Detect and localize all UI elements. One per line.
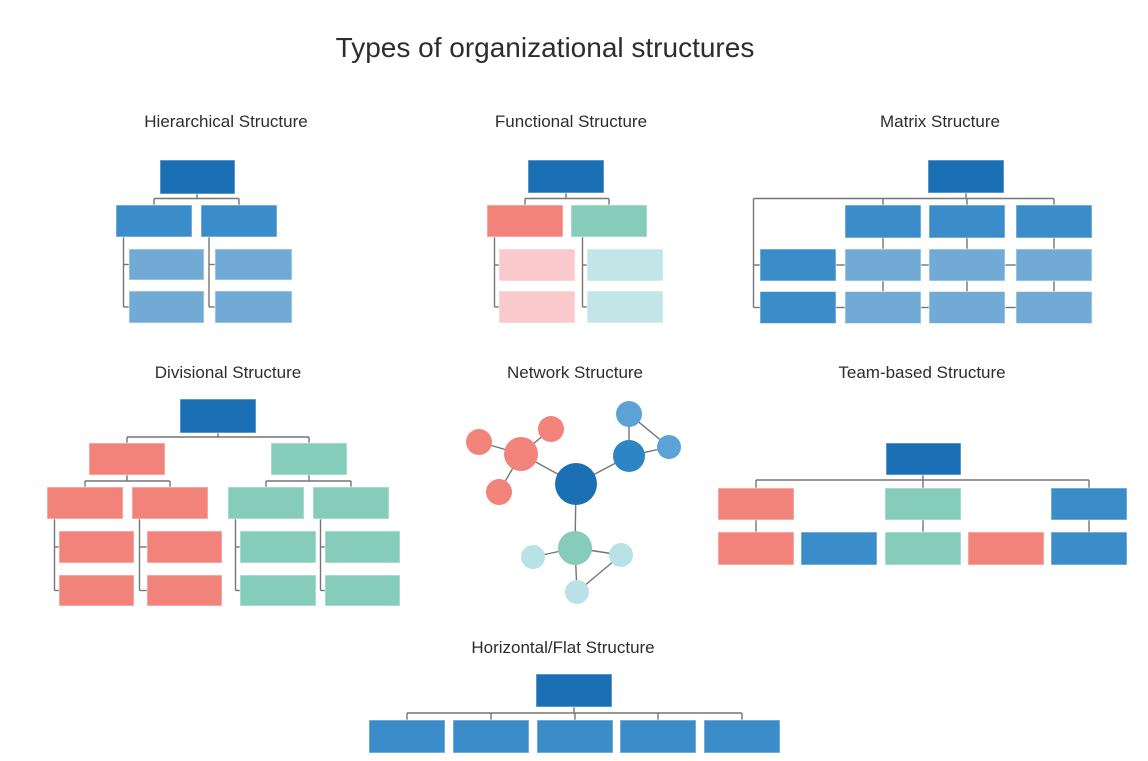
matrix-structure-node xyxy=(1015,204,1093,239)
network-structure-node xyxy=(466,429,492,455)
team-based-structure-node xyxy=(1050,531,1128,566)
matrix-structure-node xyxy=(759,291,837,324)
network-structure-diagram xyxy=(466,401,681,604)
matrix-structure-node xyxy=(927,159,1005,194)
team-based-structure-node xyxy=(717,487,795,521)
diagram-title-divisional: Divisional Structure xyxy=(154,363,302,382)
functional-structure-node xyxy=(498,248,576,282)
matrix-structure-node xyxy=(928,291,1006,324)
team-based-structure-node xyxy=(885,442,962,476)
divisional-structure-node xyxy=(146,574,223,607)
hierarchical-structure-node xyxy=(115,204,193,238)
divisional-structure-node xyxy=(239,574,317,607)
divisional-structure-node xyxy=(58,574,135,607)
functional-structure-node xyxy=(586,248,664,282)
divisional-structure-node xyxy=(270,442,348,476)
network-structure-node xyxy=(555,463,597,505)
matrix-structure-node xyxy=(928,204,1006,239)
matrix-structure-node xyxy=(759,248,837,282)
divisional-structure-node xyxy=(312,486,390,520)
matrix-structure-node xyxy=(928,248,1006,282)
hierarchical-structure-node xyxy=(214,248,293,281)
functional-structure-diagram xyxy=(486,159,664,324)
diagram-title-functional: Functional Structure xyxy=(494,112,648,131)
divisional-structure-node xyxy=(46,486,124,520)
hierarchical-structure-node xyxy=(159,159,236,195)
matrix-structure-node xyxy=(844,248,922,282)
horizontal-flat-structure-node xyxy=(368,719,446,754)
diagram-title-hierarchical: Hierarchical Structure xyxy=(144,112,308,131)
network-structure-node xyxy=(609,543,633,567)
functional-structure-node xyxy=(486,204,564,238)
team-based-structure-node xyxy=(717,531,795,566)
network-structure-node xyxy=(616,401,642,427)
diagram-title-matrix: Matrix Structure xyxy=(880,112,1000,131)
divisional-structure-node xyxy=(131,486,209,520)
divisional-structure-node xyxy=(324,574,401,607)
network-structure-node xyxy=(558,531,592,565)
horizontal-flat-structure-node xyxy=(536,719,614,754)
page-title: Types of organizational structures xyxy=(335,32,755,63)
network-structure-node xyxy=(486,479,512,505)
hierarchical-structure-node xyxy=(128,290,205,324)
divisional-structure-node xyxy=(88,442,166,476)
team-based-structure-node xyxy=(884,531,962,566)
divisional-structure-node xyxy=(227,486,305,520)
team-based-structure-node xyxy=(800,531,878,566)
diagram-title-network: Network Structure xyxy=(506,363,644,382)
diagram-title-horizontal-flat: Horizontal/Flat Structure xyxy=(471,638,655,657)
horizontal-flat-structure-node xyxy=(452,719,530,754)
network-structure-node xyxy=(565,580,589,604)
team-based-structure-node xyxy=(1050,487,1128,521)
divisional-structure-node xyxy=(179,398,257,434)
hierarchical-structure-node xyxy=(200,204,278,238)
network-structure-node xyxy=(504,437,538,471)
matrix-structure-node xyxy=(844,204,922,239)
team-based-structure-node xyxy=(967,531,1045,566)
team-based-structure-node xyxy=(884,487,962,521)
matrix-structure-node xyxy=(844,291,922,324)
matrix-structure-diagram xyxy=(752,159,1093,324)
network-structure-node xyxy=(657,435,681,459)
horizontal-flat-structure-diagram xyxy=(368,673,781,754)
horizontal-flat-structure-node xyxy=(703,719,781,754)
divisional-structure-node xyxy=(58,530,135,564)
functional-structure-node xyxy=(527,159,605,194)
network-structure-node xyxy=(538,416,564,442)
team-based-structure-diagram xyxy=(717,442,1128,566)
matrix-structure-node xyxy=(1015,291,1093,324)
hierarchical-structure-node xyxy=(128,248,205,281)
network-structure-node xyxy=(613,440,645,472)
diagram-title-team-based: Team-based Structure xyxy=(838,363,1006,382)
hierarchical-structure-diagram xyxy=(115,159,293,324)
matrix-structure-node xyxy=(1015,248,1093,282)
functional-structure-node xyxy=(498,290,576,324)
hierarchical-structure-node xyxy=(214,290,293,324)
functional-structure-node xyxy=(570,204,648,238)
divisional-structure-node xyxy=(146,530,223,564)
divisional-structure-node xyxy=(324,530,401,564)
horizontal-flat-structure-node xyxy=(535,673,613,708)
divisional-structure-node xyxy=(239,530,317,564)
divisional-structure-diagram xyxy=(46,398,401,607)
functional-structure-node xyxy=(586,290,664,324)
network-structure-node xyxy=(521,545,545,569)
horizontal-flat-structure-node xyxy=(619,719,697,754)
